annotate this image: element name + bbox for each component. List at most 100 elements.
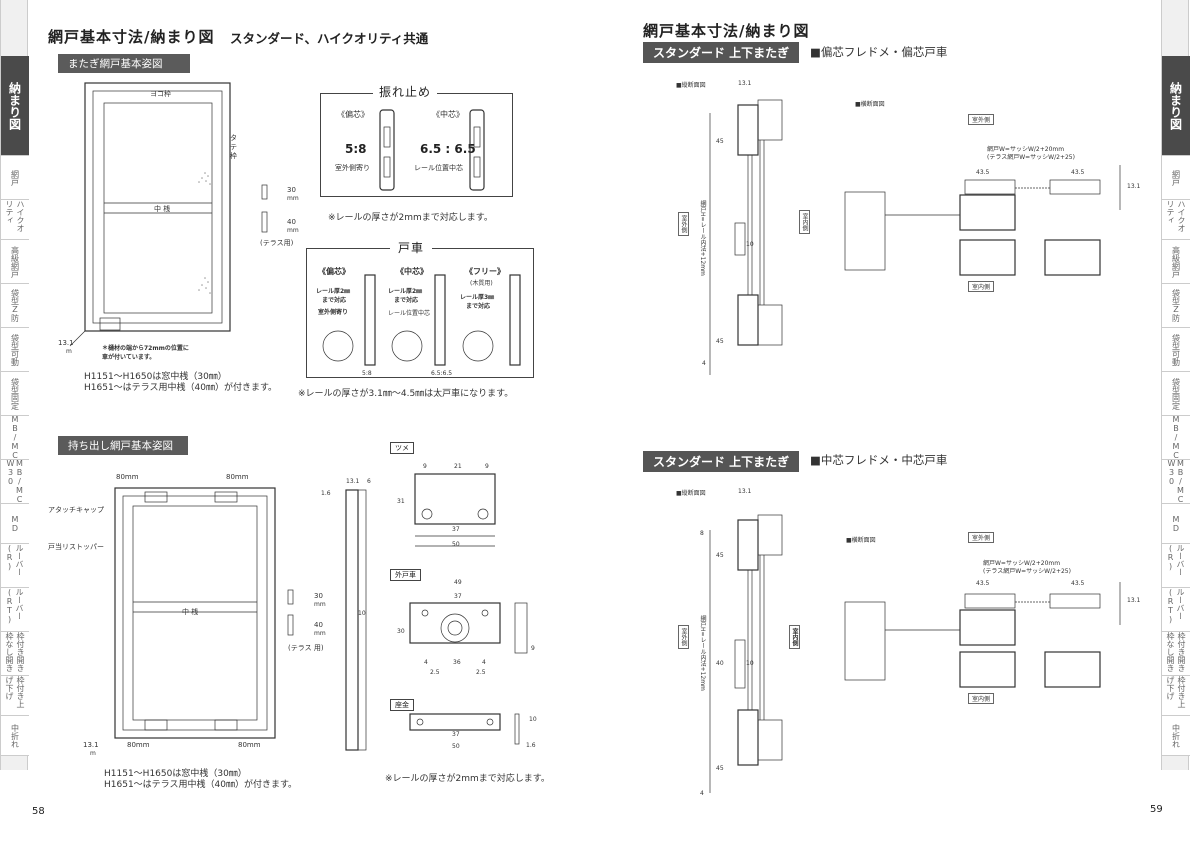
jyudan-label-1: ■縦断面図 [676, 82, 706, 89]
r-d131-2b: 13.1 [1127, 597, 1141, 604]
dim-40-2: 40 [314, 621, 323, 629]
section-mochidashi-header: 持ち出し網戸基本姿図 [58, 436, 188, 455]
label-naka: 中 桟 [154, 205, 171, 213]
index-tab[interactable]: MD [1162, 504, 1190, 544]
index-tab[interactable]: 袋型可動 [1, 328, 29, 372]
s-4a: 4 [424, 659, 428, 666]
index-tab[interactable]: 袋型Z防 [1162, 284, 1190, 328]
index-tab[interactable]: ハイクオリティ [1, 200, 29, 240]
hen-desc3: 室外側寄り [318, 309, 349, 316]
index-tab[interactable]: 枠付き開き枠なし開き [1162, 632, 1190, 676]
tsume-drawing [414, 473, 496, 547]
togurma-title: 戸車 [390, 239, 433, 256]
z-50: 50 [452, 743, 460, 750]
furedome-cap2: レール位置中芯 [414, 164, 463, 172]
r-d4-2: 4 [700, 790, 704, 797]
index-tab[interactable]: MB/MC [1, 415, 29, 460]
oudan-label-1: ■横断面図 [855, 101, 885, 108]
r-d4-1: 4 [702, 360, 706, 367]
jyudan-drawing-2 [709, 514, 783, 793]
index-tab[interactable]: ルーバー(RT) [1162, 588, 1190, 632]
dim-30-unit: mm [287, 195, 299, 202]
index-tab[interactable]: 中折れ [1, 716, 29, 756]
furedome-cap1: 室外側寄り [335, 164, 370, 172]
r-out-vert-2: 室外側 [678, 625, 689, 649]
index-tab[interactable]: 網戸 [1, 156, 29, 200]
index-tab[interactable]: 袋型Z防 [1, 284, 29, 328]
togurma-free-sub: (木質用) [470, 280, 493, 287]
index-tab[interactable]: MB/MC [1162, 415, 1190, 460]
r-d435-2a: 43.5 [976, 580, 990, 587]
label-yoko: ヨコ枠 [150, 90, 171, 98]
index-tab[interactable]: ルーバー(RT) [1, 588, 29, 632]
togurma-hen: 《偏芯》 [318, 267, 350, 276]
right-page-title: 網戸基本寸法/納まり図 [643, 22, 810, 40]
index-tab[interactable]: 高級網戸 [1162, 240, 1190, 284]
c-131: 13.1 [346, 478, 360, 485]
r-formula2-2: (テラス網戸W=サッシW/2+25) [983, 568, 1071, 575]
hen-desc1: レール厚2㎜ [316, 288, 351, 295]
hen-desc2: まで対応 [322, 297, 347, 304]
label-terasu-2: (テラス 用) [288, 644, 324, 652]
free-desc1: レール厚3㎜ [460, 294, 495, 301]
index-tab[interactable]: ハイクオリティ [1162, 200, 1190, 240]
r-hformula-1: 網戸H=レール内法+12mm [699, 200, 706, 276]
dim-40-unit: mm [287, 227, 299, 234]
right-bar1-sub: ■偏芯フレドメ・偏芯戸車 [810, 45, 948, 59]
index-tab[interactable]: 枠付き上げ下げ [1162, 676, 1190, 716]
index-tab[interactable]: 袋型固定 [1162, 372, 1190, 416]
index-tab[interactable]: ルーバー(R) [1162, 544, 1190, 588]
index-tab[interactable]: MB/MC W30 [1162, 459, 1190, 504]
mochidashi-screen-drawing [114, 487, 276, 739]
index-tab[interactable]: 中折れ [1162, 716, 1190, 756]
dim-30-2-unit: mm [314, 601, 326, 608]
z-16: 1.6 [526, 742, 536, 749]
index-tab[interactable]: 網戸 [1162, 156, 1190, 200]
s-30: 30 [397, 628, 405, 635]
page-number-left: 58 [32, 806, 45, 817]
zagane-drawing [409, 713, 520, 745]
t-9b: 9 [485, 463, 489, 470]
r-d8-2: 8 [700, 530, 704, 537]
r-hformula-2: 網戸H=レール内法+12mm [699, 615, 706, 691]
note2-h1: H1151〜H1650は窓中桟（30㎜） [104, 769, 247, 779]
dim-13: 13.1 [58, 339, 74, 347]
dim-13-2: 13.1 [83, 741, 99, 749]
part-tsume-label: ツメ [390, 442, 414, 454]
dim-m-2: m [90, 750, 96, 757]
index-tab[interactable]: ルーバー(R) [1, 544, 29, 588]
s-37: 37 [454, 593, 462, 600]
index-tab[interactable]: 袋型固定 [1, 372, 29, 416]
left-page-subtitle: スタンダード、ハイクオリティ共通 [230, 31, 429, 46]
dim-80-top-left: 80mm [116, 473, 139, 481]
index-tab[interactable]: 枠付き上げ下げ [1, 676, 29, 716]
furedome-parts-drawing [379, 109, 485, 191]
oudan-drawing-1 [844, 165, 1121, 276]
index-tab[interactable]: 枠付き開き枠なし開き [1, 632, 29, 676]
oudan-drawing-2 [844, 582, 1121, 688]
index-tab[interactable]: MB/MC W30 [1, 459, 29, 504]
r-d10-2: 10 [746, 660, 754, 667]
dim-m: m [66, 348, 72, 355]
c-16: 1.6 [321, 490, 331, 497]
note-wheel: ＊樋材の端から72mmの位置に 車が付いています。 [102, 345, 189, 361]
left-page-title: 網戸基本寸法/納まり図 [48, 28, 215, 46]
index-tab[interactable]: 納まり図 [1162, 56, 1190, 156]
c-6: 6 [367, 478, 371, 485]
index-tab[interactable]: MD [1, 504, 29, 544]
r-d45-2b: 45 [716, 765, 724, 772]
index-tab[interactable]: 袋型可動 [1162, 328, 1190, 372]
index-tab[interactable]: 納まり図 [1, 56, 29, 156]
t-37: 37 [452, 526, 460, 533]
furedome-title: 振れ止め [373, 83, 438, 100]
chu-desc3: レール位置中芯 [388, 310, 431, 317]
togurma-r1: 5:8 [362, 370, 372, 377]
c-10: 10 [358, 610, 366, 617]
right-bar2: スタンダード 上下またぎ [643, 451, 800, 472]
togurma-chu: 《中芯》 [396, 267, 428, 276]
index-tab[interactable]: 高級網戸 [1, 240, 29, 284]
r-d40-2: 40 [716, 660, 724, 667]
label-naka-2: 中 桟 [182, 608, 199, 616]
